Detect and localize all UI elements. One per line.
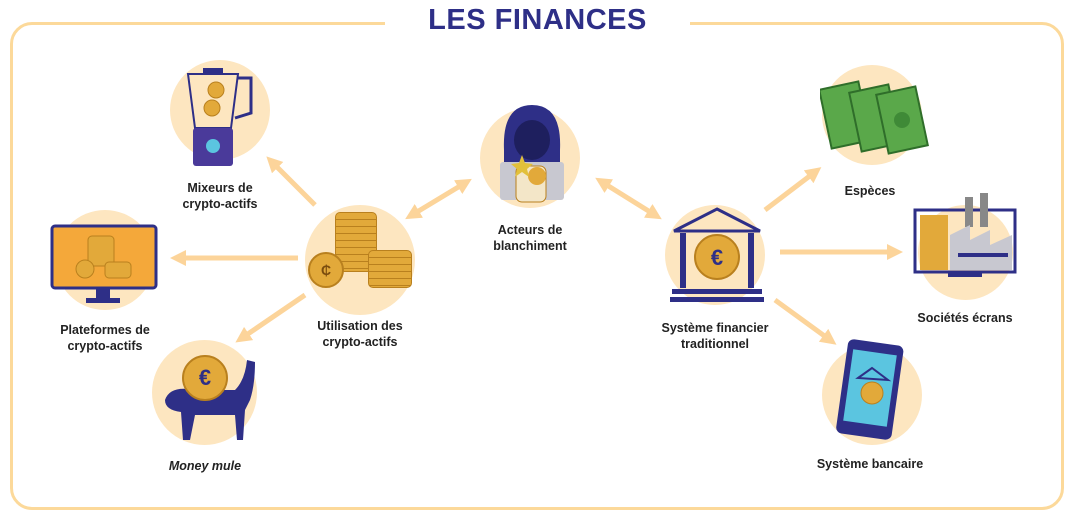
coin-stack bbox=[368, 250, 412, 288]
svg-text:€: € bbox=[711, 245, 723, 270]
shell-companies-label: Sociétés écrans bbox=[917, 311, 1013, 325]
mixers-label: Mixeurs de crypto-actifs bbox=[182, 181, 258, 211]
banknotes-icon bbox=[820, 80, 929, 155]
hooded-figure-icon bbox=[500, 105, 564, 203]
smartphone-icon bbox=[836, 339, 904, 440]
arrow-to-banking bbox=[773, 297, 837, 345]
crypto-coin-icon: ₵ bbox=[308, 252, 344, 288]
arrow-to-cash bbox=[763, 167, 822, 212]
money-mule-label: Money mule bbox=[168, 459, 242, 473]
arrow-to-money-mule bbox=[235, 292, 307, 343]
title-gap bbox=[385, 10, 690, 34]
traditional-finance-label: Système financier traditionnel bbox=[661, 321, 769, 351]
banking-system-label: Système bancaire bbox=[816, 457, 924, 471]
crypto-use-label: Utilisation des crypto-actifs bbox=[317, 319, 403, 349]
monitor-icon bbox=[50, 224, 158, 303]
svg-text:€: € bbox=[199, 365, 211, 390]
diagram-title: LES FINANCES bbox=[428, 4, 647, 36]
bank-icon: € bbox=[670, 207, 764, 302]
arrow-launderers-finance bbox=[595, 177, 662, 220]
platforms-label: Plateformes de crypto-actifs bbox=[60, 323, 150, 353]
factory-icon bbox=[913, 193, 1017, 277]
donkey-icon: € bbox=[165, 355, 255, 440]
arrow-crypto-launderers bbox=[405, 178, 472, 220]
cash-label: Espèces bbox=[844, 184, 896, 198]
arrow-to-mixers bbox=[266, 156, 317, 207]
launderers-label: Acteurs de blanchiment bbox=[493, 223, 567, 253]
blender-icon bbox=[186, 68, 253, 166]
